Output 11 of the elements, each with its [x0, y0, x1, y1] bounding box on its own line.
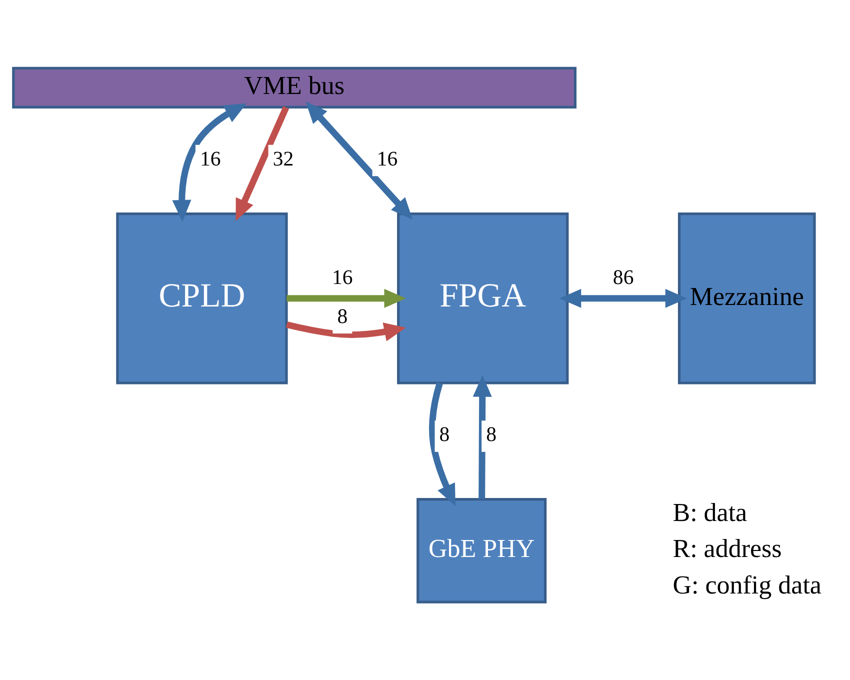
- edge-label: 8: [439, 423, 450, 446]
- label: R: address: [672, 534, 782, 564]
- edge-label: 8: [337, 304, 348, 328]
- label: G: config data: [672, 570, 822, 600]
- label: B: data: [672, 498, 748, 527]
- edge-label: 16: [376, 147, 398, 170]
- edge-label: 8: [486, 423, 497, 446]
- edge-label: 16: [332, 266, 353, 289]
- edge-label: 16: [200, 147, 221, 170]
- edge-label: 32: [272, 147, 294, 170]
- edge-label: 86: [612, 266, 634, 289]
